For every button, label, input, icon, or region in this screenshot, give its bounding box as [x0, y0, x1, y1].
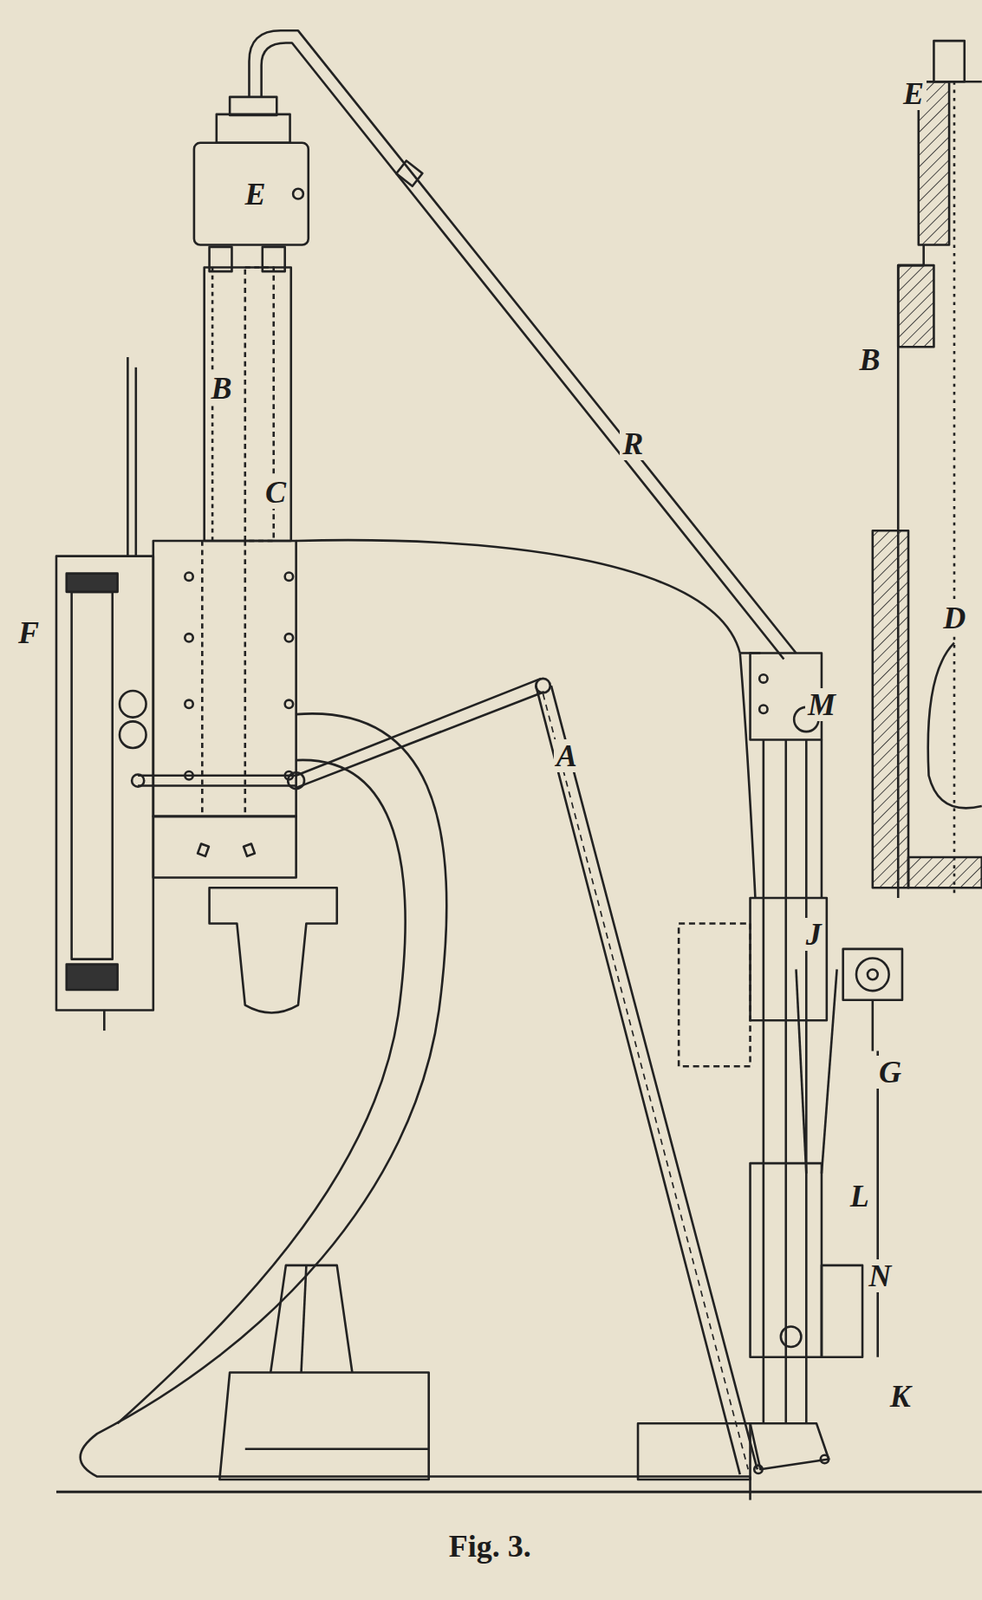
part-letter: J: [803, 917, 825, 951]
part-letter: G: [876, 1055, 904, 1089]
part-letter: E: [900, 77, 927, 111]
part-letter: E: [241, 177, 268, 211]
part-letter: R: [619, 427, 646, 461]
part-letter: K: [887, 1379, 914, 1413]
part-letter: N: [865, 1259, 894, 1293]
part-letter: B: [208, 371, 235, 405]
part-letter: B: [856, 343, 883, 377]
part-letter: C: [262, 475, 289, 509]
part-letter: A: [553, 739, 580, 773]
part-letter: D: [940, 601, 969, 635]
part-letter: F: [15, 616, 42, 650]
part-letter: L: [847, 1179, 872, 1213]
figure-caption: Fig. 3.: [448, 1528, 532, 1565]
part-letter: M: [805, 688, 839, 722]
